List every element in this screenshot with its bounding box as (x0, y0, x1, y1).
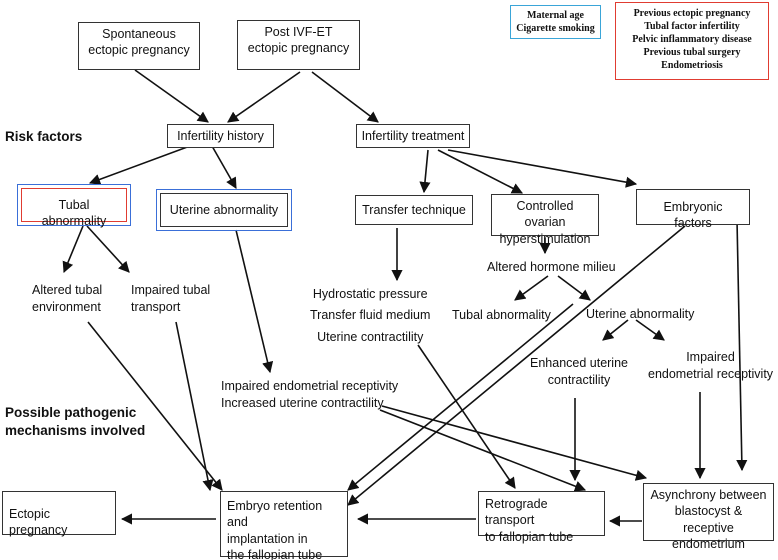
asynchrony-line-1: Asynchrony between (650, 488, 767, 502)
impaired-tubal-line-1: Impaired tubal (131, 283, 211, 297)
infertility-treatment-label: Infertility treatment (361, 129, 465, 143)
embryo-retention-box: Embryo retention and implantation in the… (220, 491, 348, 560)
arrow-tubalbox-to-altered-tubal (62, 225, 84, 274)
ectopic-pregnancy-box: Ectopic pregnancy (2, 491, 116, 538)
impaired-endo-right-line-1: Impaired (686, 350, 735, 364)
spontaneous-line-1: Spontaneous (102, 27, 176, 41)
arrow-increased-contractility-to-retrograde (379, 409, 587, 492)
uterine-abnormality-box: Uterine abnormality (156, 189, 292, 231)
post-ivf-ectopic-box: Post IVF-ET ectopic pregnancy (237, 20, 360, 70)
increased-contractility-line-2: Increased uterine contractility (221, 395, 384, 410)
arrow-altered-tubal-to-embryo-retention (87, 321, 223, 491)
asynchrony-line-3: endometrium (672, 536, 745, 551)
retrograde-line-2: to fallopian tube (485, 529, 574, 544)
post-ivf-line-2: ectopic pregnancy (247, 41, 350, 56)
previous-ectopic: Previous ectopic pregnancy (633, 8, 751, 19)
post-ivf-line-1: Post IVF-ET (264, 25, 333, 39)
arrow-history-to-uterine-box (211, 145, 237, 189)
altered-tubal-line-2: environment (32, 299, 101, 314)
controlled-ovarian-line-1: Controlled ovarian (516, 199, 574, 230)
transfer-technique-box: Transfer technique (355, 195, 473, 225)
spontaneous-line-2: ectopic pregnancy (88, 43, 190, 58)
enhanced-uterine-line-2: contractility (547, 372, 611, 387)
asynchrony-line-2: blastocyst & receptive (674, 504, 743, 535)
risk-factors-label: Risk factors (5, 129, 83, 144)
impaired-endometrial-increased-contractility: Impaired endometrial receptivity Increas… (221, 378, 398, 412)
arrow-tubal-text-to-embryo-retention (347, 303, 574, 491)
arrow-treatment-to-ovarian (437, 149, 523, 194)
tubal-abnormality-inner: Tubal abnormality (21, 188, 127, 228)
retrograde-line-1: Retrograde transport (485, 497, 548, 528)
controlled-ovarian-box: Controlled ovarian hyperstimulation (491, 194, 599, 246)
pathogenic-mechanisms-label: Possible pathogenic mechanisms involved (5, 404, 145, 440)
pathogenic-line-1: Possible pathogenic (5, 405, 137, 420)
uterine-abnormality-text: Uterine abnormality (586, 307, 695, 321)
arrow-hormone-to-tubal-text (514, 275, 549, 301)
arrow-impaired-tubal-to-embryo-retention (175, 321, 214, 492)
pathogenic-line-2: mechanisms involved (5, 423, 146, 439)
arrow-treatment-to-transfer (419, 149, 431, 194)
altered-hormone-milieu: Altered hormone milieu (487, 260, 616, 274)
arrow-history-to-tubal-box (88, 145, 191, 185)
endometriosis: Endometriosis (661, 60, 723, 71)
spontaneous-ectopic-box: Spontaneous ectopic pregnancy (78, 22, 200, 70)
transfer-fluid-medium: Transfer fluid medium (310, 308, 431, 323)
maternal-factors-legend: Maternal age Cigarette smoking (510, 5, 601, 39)
enhanced-uterine-contractility: Enhanced uterine contractility (530, 355, 628, 389)
infertility-treatment-box: Infertility treatment (356, 124, 470, 148)
asynchrony-box: Asynchrony between blastocyst & receptiv… (643, 483, 774, 551)
arrow-uterine-text-to-enhanced (602, 319, 629, 341)
altered-tubal-line-1: Altered tubal (32, 283, 103, 297)
infertility-history-box: Infertility history (167, 124, 274, 148)
enhanced-uterine-line-1: Enhanced uterine (530, 356, 628, 370)
arrow-hormone-to-uterine-text (557, 275, 591, 301)
transfer-technique-label: Transfer technique (362, 203, 466, 217)
tubal-abnormality-text: Tubal abnormality (452, 308, 551, 322)
embryonic-factors-label: Embryonic factors (663, 200, 723, 231)
arrow-tubalbox-to-impaired-tubal (86, 225, 130, 273)
arrow-embryonic-to-embryo-retention (347, 225, 686, 506)
arrow-uterinebox-to-impaired-endo (235, 229, 274, 374)
embryo-retention-line-3: the fallopian tube (227, 547, 323, 560)
hydrostatic-pressure-group: Hydrostatic pressure Transfer fluid medi… (310, 284, 430, 348)
maternal-age: Maternal age (527, 10, 584, 21)
arrow-uterine-text-to-impaired-endo (635, 319, 665, 341)
arrow-postivf-to-history (227, 71, 301, 123)
impaired-tubal-line-2: transport (131, 299, 181, 314)
ectopic-pregnancy-label: Ectopic pregnancy (9, 507, 68, 538)
impaired-endo-left-line-1: Impaired endometrial receptivity (221, 379, 399, 393)
arrow-uterine-contractility-to-retrograde (417, 344, 516, 489)
retrograde-transport-box: Retrograde transport to fallopian tube (478, 491, 605, 544)
arrow-spontaneous-to-history (134, 69, 209, 123)
arrow-postivf-to-treatment (311, 71, 379, 123)
previous-tubal-surgery: Previous tubal surgery (643, 47, 741, 58)
controlled-ovarian-line-2: hyperstimulation (499, 231, 591, 246)
impaired-endo-right-line-2: endometrial receptivity (648, 366, 774, 381)
embryo-retention-line-1: Embryo retention and (227, 499, 323, 530)
tubal-factor: Tubal factor infertility (644, 21, 740, 32)
impaired-tubal-transport: Impaired tubal transport (131, 282, 210, 316)
embryo-retention-line-2: implantation in (227, 531, 308, 546)
uterine-abnormality-label: Uterine abnormality (169, 203, 279, 217)
previous-history-legend: Previous ectopic pregnancy Tubal factor … (615, 2, 769, 80)
pelvic-inflammatory: Pelvic inflammatory disease (632, 34, 752, 45)
hydrostatic-pressure: Hydrostatic pressure (312, 287, 428, 301)
altered-tubal-environment: Altered tubal environment (32, 282, 102, 316)
impaired-endometrial-receptivity-right: Impaired endometrial receptivity (648, 349, 773, 383)
arrow-increased-contractility-to-asynchrony (381, 405, 648, 481)
infertility-history-label: Infertility history (177, 129, 264, 143)
arrow-embryonic-to-asynchrony (736, 219, 748, 472)
embryonic-factors-box: Embryonic factors (636, 189, 750, 230)
cigarette-smoking: Cigarette smoking (516, 23, 595, 34)
uterine-abnormality-inner: Uterine abnormality (160, 193, 288, 227)
arrow-treatment-to-embryonic (447, 149, 638, 188)
tubal-abnormality-label: Tubal abnormality (41, 198, 107, 229)
tubal-abnormality-box: Tubal abnormality (17, 184, 131, 228)
uterine-contractility: Uterine contractility (317, 329, 424, 344)
